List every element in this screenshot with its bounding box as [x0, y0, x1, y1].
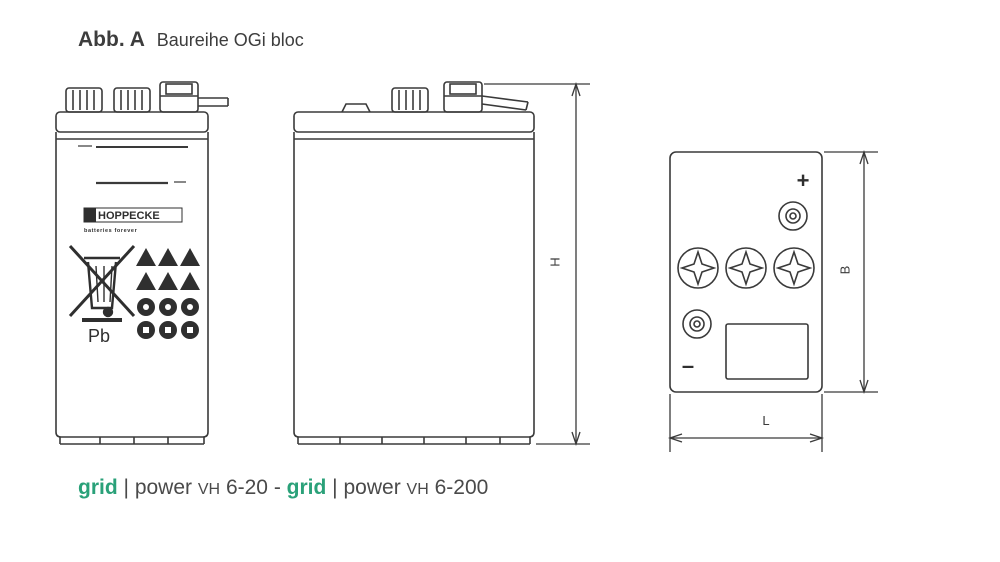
logo-text: HOPPECKE [98, 210, 160, 222]
terminal-cap [113, 87, 151, 113]
warning-symbols [136, 248, 200, 339]
positive-terminal [778, 201, 808, 231]
recycling-bin-icon [68, 244, 136, 322]
side-view [293, 81, 590, 447]
front-view [55, 81, 229, 445]
figure-title: Abb. A Baureihe OGi bloc [78, 28, 304, 52]
figure-subtitle: Baureihe OGi bloc [156, 30, 304, 50]
plus-sign: + [797, 168, 810, 193]
terminal-connector [443, 81, 529, 113]
height-label: H [547, 257, 562, 266]
figure-label: Abb. A [78, 28, 145, 51]
negative-terminal [682, 309, 712, 339]
caption-vh: VH [197, 481, 221, 498]
brand-grid: grid [78, 476, 118, 499]
pb-label: Pb [88, 326, 110, 346]
brand-grid: grid [286, 476, 327, 499]
minus-sign: – [682, 353, 694, 378]
width-label: B [837, 266, 852, 275]
caption-separator: | [332, 476, 338, 499]
label-plate [725, 323, 809, 380]
vent-plug-top [725, 247, 767, 289]
product-caption: grid | power VH 6-20 - grid | power VH 6… [78, 476, 488, 500]
width-dimension [824, 149, 878, 395]
vent-plug-top [773, 247, 815, 289]
vent-plug-top [677, 247, 719, 289]
terminal-cap [65, 87, 103, 113]
caption-range: 6-20 - [225, 476, 281, 499]
top-view [667, 149, 878, 452]
caption-vh: VH [406, 481, 429, 498]
hoppecke-logo: HOPPECKE batteries forever [83, 207, 183, 234]
terminal-cap [391, 87, 429, 113]
caption-power: power [134, 476, 193, 499]
vent-plug [341, 103, 371, 113]
height-dimension [484, 81, 590, 447]
caption-range: 6-200 [434, 476, 489, 499]
length-dimension [667, 394, 825, 452]
caption-separator: | [123, 476, 129, 499]
caption-power: power [343, 476, 401, 499]
terminal-connector [159, 81, 229, 113]
length-label: L [762, 413, 769, 428]
logo-tagline: batteries forever [84, 228, 138, 234]
